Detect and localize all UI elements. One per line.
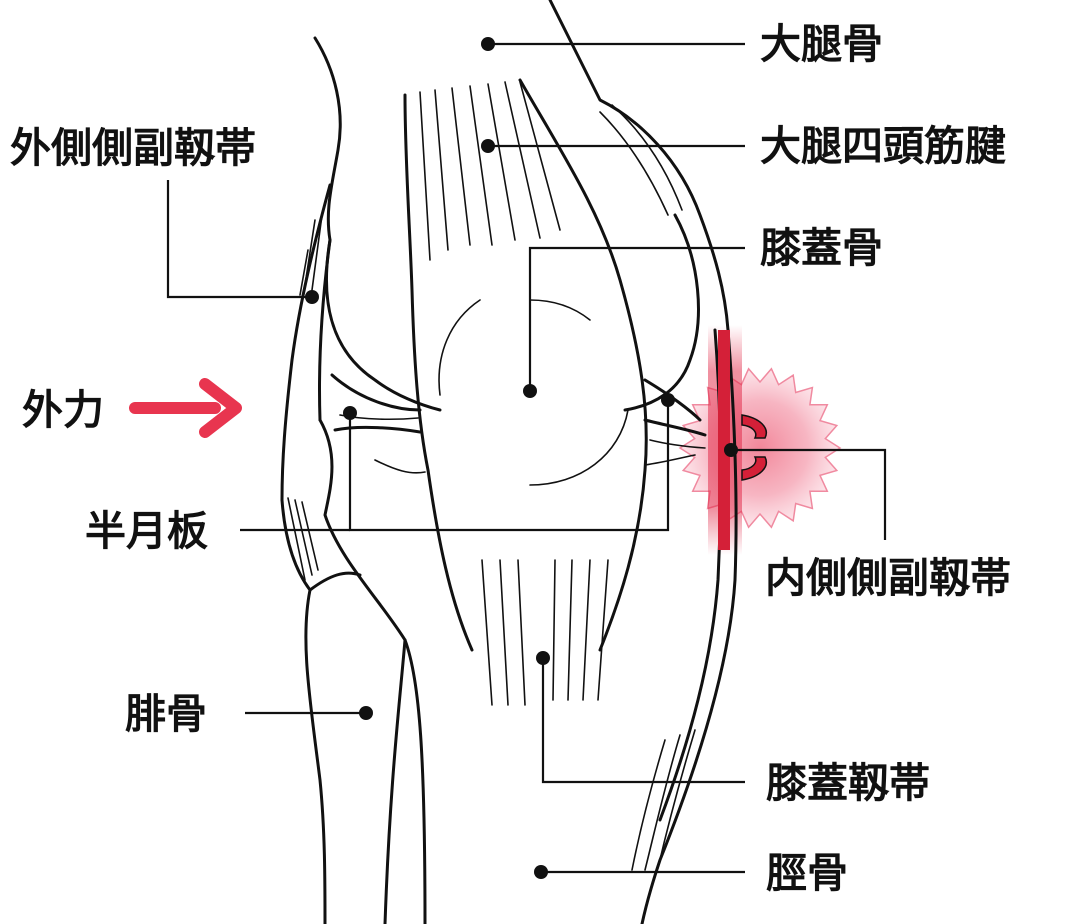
quad-tendon-dot (481, 139, 495, 153)
label-external-force: 外力 (22, 386, 104, 434)
mcl-dot (724, 443, 738, 457)
arrow-right-icon (129, 378, 242, 438)
label-femur: 大腿骨 (760, 20, 883, 68)
label-lcl: 外側側副靱帯 (10, 124, 256, 172)
lateral-collateral-ligament (280, 183, 332, 502)
label-quad-tendon: 大腿四頭筋腱 (760, 122, 1006, 170)
meniscus-lateral-dot (343, 406, 357, 420)
medial-collateral-ligament (718, 330, 767, 550)
patella-dot (523, 384, 537, 398)
meniscus-medial-dot (661, 393, 675, 407)
lcl-dot (305, 290, 319, 304)
labels: 大腿骨 大腿四頭筋腱 膝蓋骨 外側側副靱帯 外力 半月板 内側側副靱帯 腓骨 膝… (10, 20, 1011, 897)
patellar-ligament-dot (536, 651, 550, 665)
patella-shape (403, 78, 648, 652)
label-tibia: 脛骨 (766, 849, 848, 897)
femur-dot (481, 37, 495, 51)
patellar-ligament-fibers (481, 559, 696, 871)
label-meniscus: 半月板 (85, 507, 208, 555)
tibia-dot (534, 865, 548, 879)
label-patellar-ligament: 膝蓋靱帯 (766, 759, 930, 807)
callout-dots (305, 37, 738, 879)
femur-outline (313, 0, 730, 412)
label-patella: 膝蓋骨 (760, 224, 883, 272)
injury-burst-icon (678, 325, 842, 555)
quad-tendon-fibers (419, 81, 683, 261)
fibula-dot (359, 706, 373, 720)
leader-lines (166, 42, 887, 874)
label-mcl: 内側側副靱帯 (765, 554, 1011, 602)
label-fibula: 腓骨 (125, 690, 207, 738)
